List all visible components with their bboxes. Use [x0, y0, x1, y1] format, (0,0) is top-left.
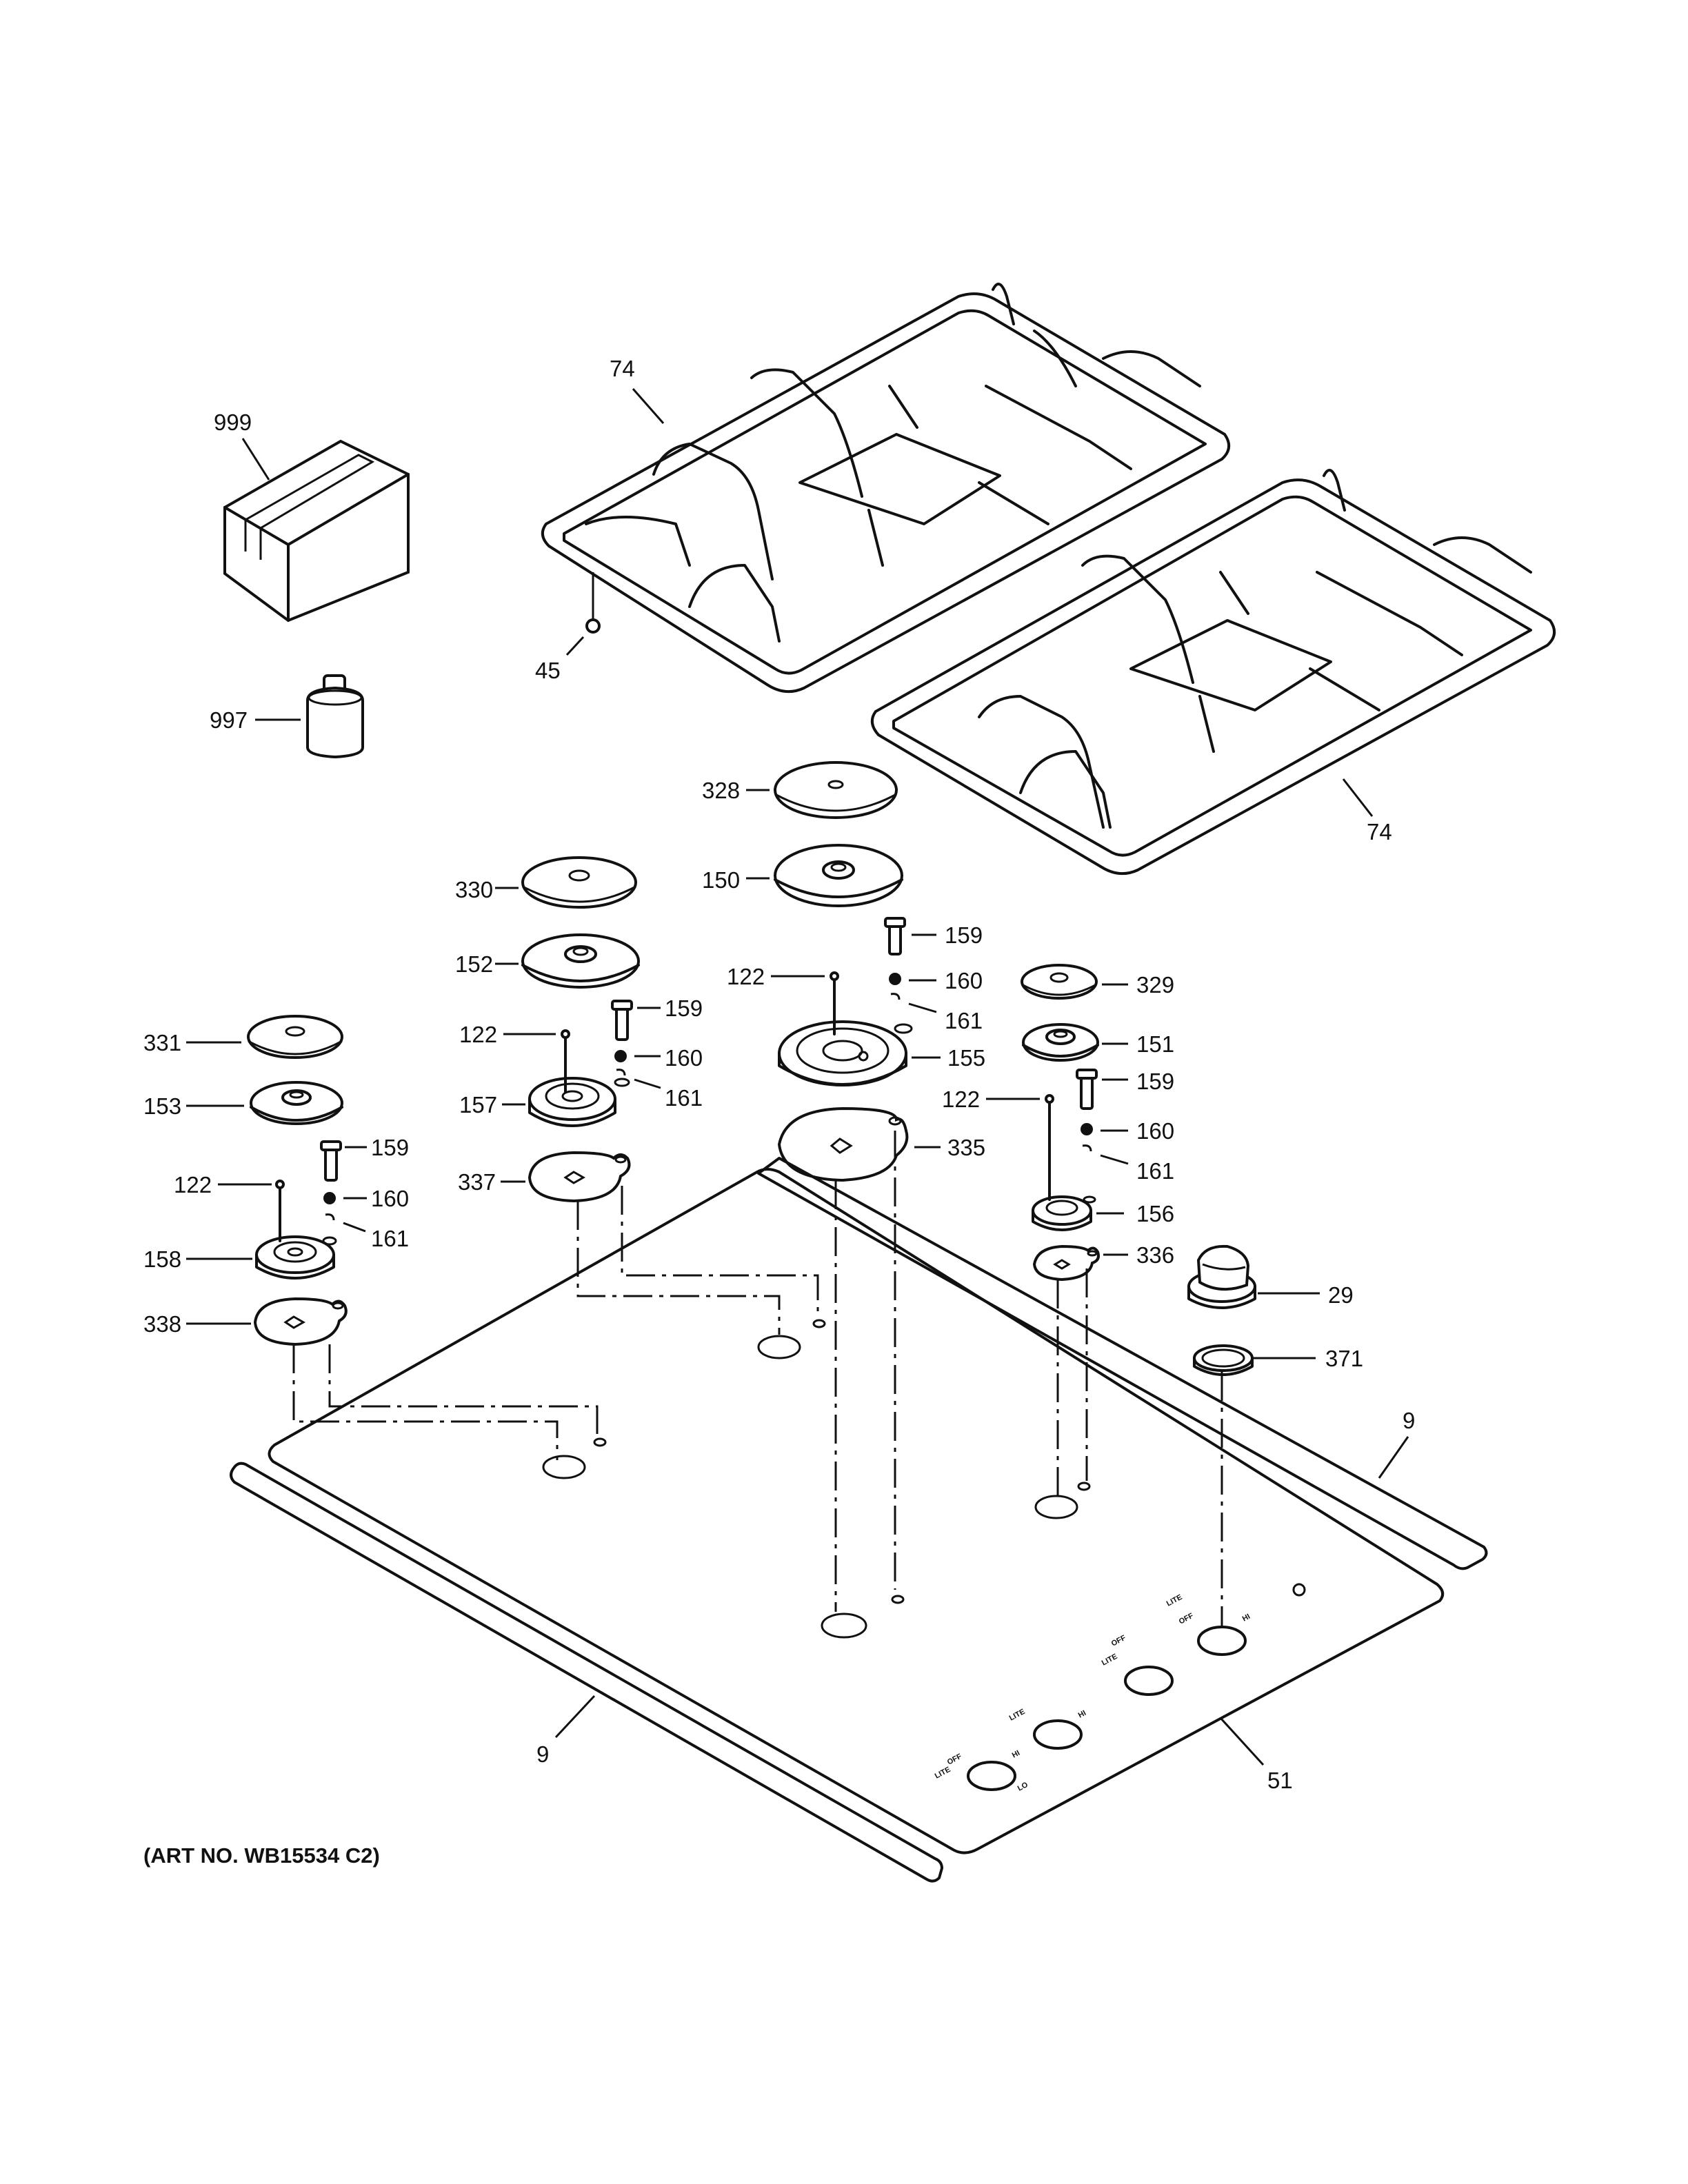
callout-160-left-center[interactable]: 160: [665, 1045, 703, 1071]
part-159-orifice-left-center[interactable]: [611, 1000, 633, 1041]
callout-328[interactable]: 328: [702, 778, 740, 803]
callout-161-left-center[interactable]: 161: [665, 1085, 703, 1111]
part-160-spring-right[interactable]: [1081, 1123, 1093, 1135]
callout-156[interactable]: 156: [1136, 1201, 1174, 1226]
callout-155[interactable]: 155: [947, 1045, 985, 1071]
callout-45[interactable]: 45: [535, 658, 561, 683]
part-153-head[interactable]: [250, 1081, 343, 1125]
part-997-bottle[interactable]: [306, 674, 364, 759]
part-160-spring-left[interactable]: [323, 1192, 336, 1204]
callout-159-center[interactable]: 159: [945, 922, 983, 948]
callout-157[interactable]: 157: [459, 1092, 497, 1118]
callout-371[interactable]: 371: [1325, 1346, 1363, 1371]
part-157-base[interactable]: [528, 1077, 630, 1127]
part-9-trim-front[interactable]: [230, 1462, 943, 1883]
part-161-clip-center[interactable]: [890, 993, 901, 1000]
part-159-orifice-center[interactable]: [884, 917, 906, 956]
callout-152[interactable]: 152: [455, 951, 493, 977]
part-160-spring-center[interactable]: [889, 973, 901, 985]
svg-text:HI: HI: [1077, 1709, 1087, 1720]
part-122-screw-center[interactable]: [830, 971, 839, 1035]
part-9-trim-rear[interactable]: [757, 1157, 1488, 1570]
callout-161-center[interactable]: 161: [945, 1008, 983, 1033]
part-158-base[interactable]: [255, 1235, 337, 1280]
callout-122-center[interactable]: 122: [727, 964, 765, 989]
callout-159-left-center[interactable]: 159: [665, 995, 703, 1021]
part-29-knob[interactable]: [1187, 1244, 1256, 1309]
svg-text:LITE: LITE: [1008, 1708, 1027, 1723]
part-161-clip-right[interactable]: [1082, 1144, 1092, 1152]
callout-159-left[interactable]: 159: [371, 1135, 409, 1160]
part-335-plate[interactable]: [777, 1106, 909, 1182]
callout-153[interactable]: 153: [143, 1093, 181, 1119]
callout-337[interactable]: 337: [458, 1169, 496, 1195]
svg-text:OFF: OFF: [1178, 1612, 1195, 1626]
callout-158[interactable]: 158: [143, 1246, 181, 1272]
callout-335[interactable]: 335: [947, 1135, 985, 1160]
part-122-screw-left-center[interactable]: [561, 1029, 570, 1093]
callout-331[interactable]: 331: [143, 1030, 181, 1055]
callout-160-left[interactable]: 160: [371, 1186, 409, 1211]
part-161-clip-left-center[interactable]: [616, 1069, 626, 1076]
callout-9-front[interactable]: 9: [536, 1741, 549, 1767]
svg-text:LITE: LITE: [1165, 1593, 1184, 1608]
svg-text:LO: LO: [1016, 1781, 1030, 1793]
callout-329[interactable]: 329: [1136, 972, 1174, 998]
svg-text:HI: HI: [1241, 1612, 1252, 1624]
svg-text:LITE: LITE: [934, 1766, 952, 1781]
part-338-plate[interactable]: [253, 1297, 348, 1346]
part-161-clip-left[interactable]: [325, 1213, 335, 1221]
callout-330[interactable]: 330: [455, 877, 493, 902]
svg-text:LITE: LITE: [1101, 1652, 1119, 1668]
svg-text:HI: HI: [1011, 1749, 1021, 1760]
callout-74-right[interactable]: 74: [1367, 819, 1392, 845]
callout-9-rear[interactable]: 9: [1403, 1408, 1415, 1433]
part-74-grate-right[interactable]: [870, 469, 1556, 876]
callout-122-left-center[interactable]: 122: [459, 1022, 497, 1047]
callout-29[interactable]: 29: [1328, 1282, 1354, 1308]
part-152-head[interactable]: [521, 933, 640, 989]
part-999-box[interactable]: [223, 439, 410, 623]
part-331-cap[interactable]: [247, 1015, 343, 1059]
part-150-head[interactable]: [774, 844, 903, 907]
callout-336[interactable]: 336: [1136, 1242, 1174, 1268]
part-122-screw-left[interactable]: [275, 1180, 285, 1242]
part-329-cap[interactable]: [1021, 964, 1098, 1000]
svg-text:OFF: OFF: [1110, 1634, 1127, 1648]
callout-159-right[interactable]: 159: [1136, 1069, 1174, 1094]
callout-51[interactable]: 51: [1267, 1768, 1293, 1793]
part-159-orifice-right[interactable]: [1076, 1069, 1098, 1110]
callout-160-right[interactable]: 160: [1136, 1118, 1174, 1144]
callout-122-right[interactable]: 122: [942, 1086, 980, 1112]
part-330-cap[interactable]: [521, 856, 637, 909]
callout-74-top[interactable]: 74: [610, 356, 635, 381]
svg-text:OFF: OFF: [946, 1752, 963, 1767]
part-155-base[interactable]: [778, 1020, 913, 1086]
part-74-grate-left[interactable]: [541, 283, 1230, 694]
part-151-head[interactable]: [1022, 1023, 1099, 1062]
part-371-bezel[interactable]: [1193, 1344, 1254, 1376]
callout-999[interactable]: 999: [214, 410, 252, 435]
callout-161-left[interactable]: 161: [371, 1226, 409, 1251]
callout-161-right[interactable]: 161: [1136, 1158, 1174, 1184]
part-156-base[interactable]: [1032, 1195, 1096, 1231]
part-328-cap[interactable]: [774, 761, 898, 819]
part-159-orifice-left[interactable]: [320, 1140, 342, 1182]
callout-997[interactable]: 997: [210, 707, 248, 733]
callout-338[interactable]: 338: [143, 1311, 181, 1337]
part-160-spring-left-center[interactable]: [614, 1050, 627, 1062]
part-45-foot[interactable]: [585, 572, 601, 634]
art-number: (ART NO. WB15534 C2): [143, 1843, 380, 1868]
callout-150[interactable]: 150: [702, 867, 740, 893]
callout-160-center[interactable]: 160: [945, 968, 983, 993]
part-122-screw-right[interactable]: [1045, 1094, 1054, 1201]
part-336-plate[interactable]: [1032, 1244, 1100, 1282]
part-337-plate[interactable]: [528, 1151, 631, 1203]
alignment-lines: [292, 1131, 1223, 1628]
callout-151[interactable]: 151: [1136, 1031, 1174, 1057]
part-51-cooktop-glass[interactable]: OFF LITE HI LO LITE HI LITE OFF LITE OFF…: [268, 1168, 1445, 1854]
callout-122-left[interactable]: 122: [174, 1172, 212, 1197]
